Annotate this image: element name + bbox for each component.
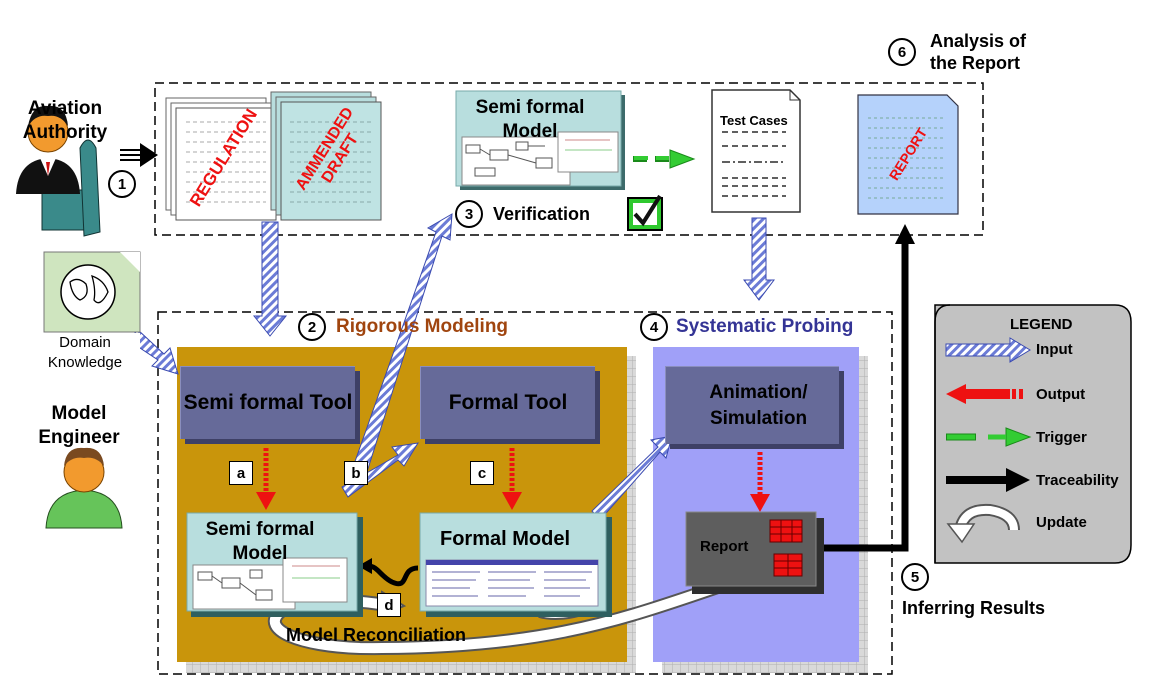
process-dashed-box — [157, 311, 893, 675]
check-icon — [627, 194, 663, 231]
step-6-marker: 6 — [888, 38, 916, 66]
test-cases-document — [711, 89, 801, 213]
formal-model-box — [419, 512, 612, 617]
domain-knowledge-icon — [43, 251, 141, 333]
legend-input-label: Input — [1036, 341, 1073, 358]
formal-tool: Formal Tool — [420, 366, 595, 439]
label-a: a — [229, 461, 253, 485]
input-arrow-testcases-to-probing — [743, 217, 775, 301]
domain-knowledge-label: Domain Knowledge — [30, 333, 140, 373]
rigorous-modeling-title: Rigorous Modeling — [336, 316, 509, 337]
output-arrow-c — [502, 448, 522, 510]
artifacts-dashed-box — [154, 82, 984, 236]
legend-update-arrow — [946, 503, 1020, 544]
step-5-marker: 5 — [901, 563, 929, 591]
model-reconciliation-label: Model Reconciliation — [286, 625, 467, 645]
step-2-marker: 2 — [298, 313, 326, 341]
step-3-marker: 3 — [455, 200, 483, 228]
verification-label: Verification — [493, 204, 591, 224]
trigger-arrow — [633, 149, 696, 169]
label-d: d — [377, 593, 401, 617]
regulation-document — [165, 97, 277, 221]
legend-update-label: Update — [1036, 514, 1087, 531]
semi-formal-model-top — [455, 90, 625, 190]
input-arrow-model-to-top — [351, 213, 453, 479]
legend-panel — [934, 304, 1132, 564]
legend-trigger-arrow — [946, 427, 1032, 447]
formal-model-title: Formal Model — [440, 528, 571, 550]
aviation-authority-label: Aviation Authority — [22, 98, 108, 143]
legend-input-arrow — [945, 337, 1031, 363]
input-arrow-domain — [127, 329, 179, 375]
semi-formal-model-bottom-title: Semi formal Model — [205, 519, 315, 564]
input-arrow-authority — [120, 143, 158, 167]
input-arrow-regulation-to-tool — [252, 221, 288, 337]
legend-traceability-label: Traceability — [1036, 472, 1119, 489]
model-engineer-label: Model Engineer — [38, 403, 120, 448]
label-c: c — [470, 461, 494, 485]
legend-output-label: Output — [1036, 386, 1086, 403]
aviation-authority-icon — [16, 105, 101, 237]
legend-trigger-label: Trigger — [1036, 429, 1087, 446]
systematic-probing-title: Systematic Probing — [676, 316, 854, 337]
animation-simulation-tool: Animation/ Simulation — [665, 366, 839, 444]
input-arrow-formal-to-animation — [591, 435, 673, 521]
label-b: b — [344, 461, 368, 485]
legend-output-arrow — [946, 384, 1023, 404]
step-4-marker: 4 — [640, 313, 668, 341]
model-engineer-icon — [45, 447, 123, 529]
report-box — [685, 511, 824, 594]
semi-formal-tool: Semi formal Tool — [180, 366, 355, 439]
test-cases-title: Test Cases — [720, 113, 788, 128]
output-arrow-a — [256, 448, 276, 510]
output-arrow-animation — [750, 452, 770, 512]
step-1-marker: 1 — [108, 170, 136, 198]
amended-draft-document — [270, 91, 382, 221]
report-box-label: Report — [700, 538, 749, 555]
legend-traceability-arrow — [946, 468, 1030, 492]
inferring-results-label: Inferring Results — [902, 598, 1046, 618]
semi-formal-model-bottom — [186, 512, 363, 617]
report-document — [857, 94, 959, 215]
traceability-arrow-formal-to-semi — [358, 558, 419, 587]
analysis-of-report-label: Analysis of the Report — [930, 31, 1027, 73]
semi-formal-model-top-title: Semi formal Model — [475, 97, 585, 142]
legend-title: LEGEND — [1010, 316, 1073, 333]
traceability-arrow — [816, 224, 915, 552]
